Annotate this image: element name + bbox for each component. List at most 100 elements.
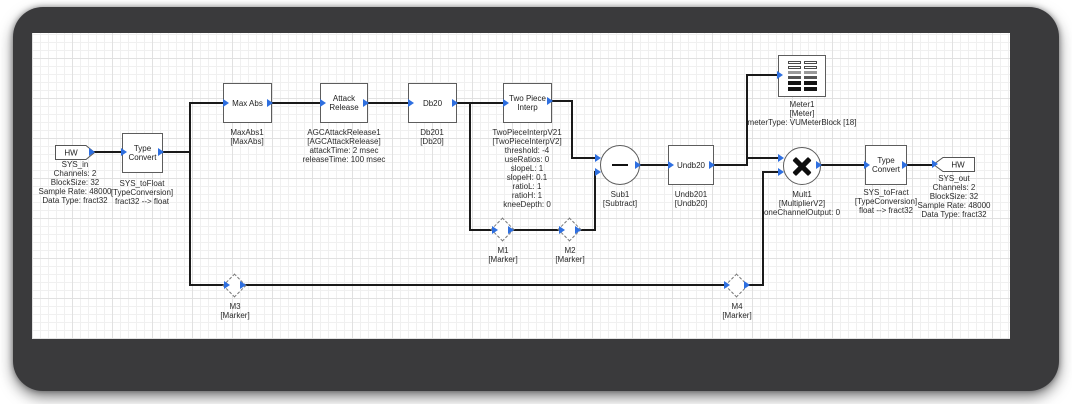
- label-line: [Marker]: [555, 255, 585, 264]
- input-port-icon[interactable]: [778, 168, 784, 176]
- wire-segment[interactable]: [746, 74, 748, 166]
- output-port-icon[interactable]: [267, 99, 273, 107]
- wire-segment[interactable]: [469, 102, 471, 230]
- wire-segment[interactable]: [746, 284, 764, 286]
- wire-segment[interactable]: [746, 74, 780, 76]
- block-label: Db201 [Db20]: [420, 128, 444, 146]
- wire-segment[interactable]: [270, 102, 323, 104]
- wire-segment[interactable]: [243, 284, 727, 286]
- wire-segment[interactable]: [189, 102, 191, 286]
- label-line: slopeL: 1: [510, 164, 544, 173]
- block-title: Undb20: [676, 160, 706, 170]
- block-undb20[interactable]: Undb20: [668, 145, 714, 185]
- block-label: Sub1 [Subtract]: [603, 190, 637, 208]
- output-port-icon[interactable]: [635, 161, 641, 169]
- input-port-icon[interactable]: [223, 99, 229, 107]
- wire-segment[interactable]: [92, 151, 124, 153]
- wire-segment[interactable]: [469, 229, 495, 231]
- hw-input-tag[interactable]: HW: [55, 145, 95, 160]
- block-title: Attack Release: [329, 94, 359, 112]
- input-port-icon[interactable]: [559, 226, 565, 234]
- input-port-icon[interactable]: [224, 281, 230, 289]
- input-port-icon[interactable]: [777, 71, 783, 79]
- input-port-icon[interactable]: [492, 226, 498, 234]
- label-line: [MaxAbs]: [230, 137, 264, 146]
- minus-icon: [612, 164, 628, 166]
- block-maxabs[interactable]: Max Abs: [223, 83, 272, 123]
- label-line: meterType: VUMeterBlock [18]: [747, 118, 857, 127]
- label-line: TwoPieceInterpV21: [492, 128, 562, 137]
- output-port-icon[interactable]: [547, 97, 553, 105]
- output-port-icon[interactable]: [89, 148, 95, 156]
- wire-segment[interactable]: [819, 164, 865, 166]
- label-line: [Subtract]: [602, 199, 638, 208]
- label-line: Sample Rate: 48000: [917, 201, 991, 210]
- wire-segment[interactable]: [366, 102, 411, 104]
- input-port-icon[interactable]: [932, 160, 938, 168]
- input-port-icon[interactable]: [864, 161, 870, 169]
- wire-segment[interactable]: [161, 151, 191, 153]
- label-line: [TypeConversion]: [854, 197, 918, 206]
- output-port-icon[interactable]: [452, 99, 458, 107]
- output-port-icon[interactable]: [575, 226, 581, 234]
- input-port-icon[interactable]: [724, 281, 730, 289]
- block-label: AGCAttackRelease1 [AGCAttackRelease] att…: [303, 128, 386, 164]
- wire-segment[interactable]: [571, 157, 598, 159]
- input-port-icon[interactable]: [778, 154, 784, 162]
- block-title: Two Piece Interp: [509, 94, 546, 112]
- output-port-icon[interactable]: [744, 281, 750, 289]
- wire-segment[interactable]: [189, 102, 225, 104]
- block-multiplier[interactable]: [783, 147, 821, 185]
- output-port-icon[interactable]: [363, 99, 369, 107]
- input-port-icon[interactable]: [668, 161, 674, 169]
- input-port-icon[interactable]: [408, 99, 414, 107]
- wire-segment[interactable]: [712, 164, 748, 166]
- wire-segment[interactable]: [455, 102, 506, 104]
- block-meter[interactable]: [778, 55, 826, 97]
- label-line: [AGCAttackRelease]: [307, 137, 381, 146]
- label-line: Sample Rate: 48000: [38, 187, 112, 196]
- wire-segment[interactable]: [511, 229, 562, 231]
- block-label: MaxAbs1 [MaxAbs]: [230, 128, 263, 146]
- label-line: BlockSize: 32: [50, 178, 100, 187]
- wire-segment[interactable]: [571, 100, 573, 159]
- block-subtract[interactable]: [600, 145, 640, 185]
- wire-segment[interactable]: [594, 171, 596, 231]
- block-title: Type Convert: [128, 144, 157, 162]
- output-port-icon[interactable]: [709, 161, 715, 169]
- output-port-icon[interactable]: [816, 161, 822, 169]
- output-port-icon[interactable]: [158, 148, 164, 156]
- output-port-icon[interactable]: [508, 226, 514, 234]
- label-line: Channels: 2: [932, 183, 976, 192]
- output-port-icon[interactable]: [240, 281, 246, 289]
- label-line: MaxAbs1: [230, 128, 264, 137]
- output-port-icon[interactable]: [902, 161, 908, 169]
- block-attack-release[interactable]: Attack Release: [320, 83, 368, 123]
- wire-segment[interactable]: [189, 284, 227, 286]
- block-label: Undb201 [Undb20]: [675, 190, 707, 208]
- label-line: [Meter]: [789, 109, 815, 118]
- wire-segment[interactable]: [638, 164, 670, 166]
- label-line: M3: [229, 302, 241, 311]
- marker-label: M3 [Marker]: [220, 302, 249, 320]
- hw-output-tag[interactable]: HW: [933, 157, 975, 172]
- block-sys-tofract[interactable]: Type Convert: [865, 145, 907, 185]
- diagram-canvas[interactable]: HW HW Type Convert Max Abs Attack Releas…: [32, 33, 1010, 339]
- block-title: Db20: [422, 98, 443, 108]
- block-two-piece-interp[interactable]: Two Piece Interp: [503, 83, 552, 123]
- wire-segment[interactable]: [905, 164, 935, 166]
- input-port-icon[interactable]: [595, 168, 601, 176]
- input-port-icon[interactable]: [503, 99, 509, 107]
- block-db20[interactable]: Db20: [408, 83, 457, 123]
- wire-segment[interactable]: [762, 171, 781, 173]
- hw-tag-title: HW: [951, 161, 965, 170]
- wire-segment[interactable]: [550, 100, 573, 102]
- input-port-icon[interactable]: [595, 154, 601, 162]
- input-port-icon[interactable]: [121, 148, 127, 156]
- input-port-icon[interactable]: [320, 99, 326, 107]
- wire-segment[interactable]: [578, 229, 596, 231]
- block-sys-tofloat[interactable]: Type Convert: [122, 133, 163, 173]
- wire-segment[interactable]: [762, 171, 764, 286]
- wire-segment[interactable]: [746, 157, 781, 159]
- block-label: Mult1 [MultiplierV2] oneChannelOutput: 0: [764, 190, 840, 217]
